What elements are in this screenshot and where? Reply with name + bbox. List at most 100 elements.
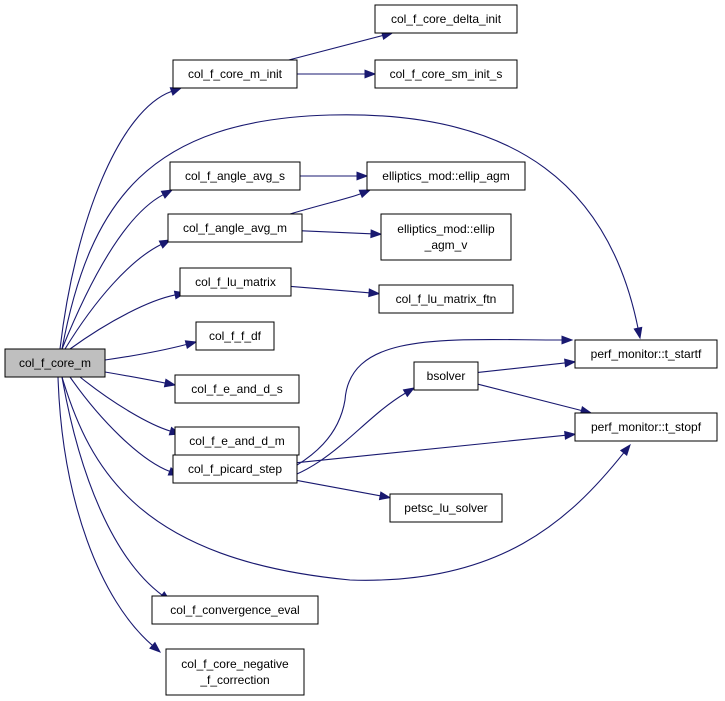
node-lu-matrix-ftn[interactable]: col_f_lu_matrix_ftn xyxy=(378,284,514,314)
node-label: _f_correction xyxy=(199,673,269,687)
node-box xyxy=(366,161,526,191)
arrowhead xyxy=(370,229,383,239)
node-label: col_f_picard_step xyxy=(188,462,282,476)
node-box xyxy=(169,161,301,191)
edge-core_m-to-negative xyxy=(57,376,162,653)
arrowhead xyxy=(364,69,377,79)
node-picard[interactable]: col_f_picard_step xyxy=(172,454,298,484)
node-label: col_f_core_negative xyxy=(181,657,289,671)
edge-core_m-to-core_m_init xyxy=(59,87,183,350)
arrowhead xyxy=(561,335,574,345)
node-label: col_f_e_and_d_m xyxy=(189,434,284,448)
node-e-and-d-m[interactable]: col_f_e_and_d_m xyxy=(174,426,300,456)
node-lu-matrix[interactable]: col_f_lu_matrix xyxy=(179,267,292,297)
node-label: col_f_e_and_d_s xyxy=(191,382,282,396)
edge-core_m-to-t_startf xyxy=(61,114,643,350)
node-box xyxy=(374,4,518,34)
arrowhead xyxy=(160,189,174,199)
node-core-m-init[interactable]: col_f_core_m_init xyxy=(172,59,298,89)
node-ellip-agm[interactable]: elliptics_mod::ellip_agm xyxy=(366,161,526,191)
node-delta-init[interactable]: col_f_core_delta_init xyxy=(374,4,518,34)
node-label: col_f_core_delta_init xyxy=(391,12,502,26)
arrowhead xyxy=(356,171,369,181)
edge-angle_m-to-ellip_agm xyxy=(289,189,372,215)
arrowhead xyxy=(169,87,183,96)
node-label: col_f_angle_avg_s xyxy=(185,169,285,183)
node-label: col_f_angle_avg_m xyxy=(183,221,287,235)
node-t-stopf[interactable]: perf_monitor::t_stopf xyxy=(574,412,718,442)
node-ellip-agm-v[interactable]: elliptics_mod::ellip_agm_v xyxy=(380,213,512,261)
edge-bsolver-to-t_startf xyxy=(477,358,577,374)
node-bsolver[interactable]: bsolver xyxy=(413,361,479,391)
nodes-layer: col_f_core_m col_f_core_m_init col_f_core_… xyxy=(4,4,718,696)
arrowhead xyxy=(149,641,162,653)
node-label: col_f_core_m xyxy=(19,356,91,370)
node-label: _agm_v xyxy=(424,238,468,252)
edge-core_m-to-e_and_d_s xyxy=(104,371,177,388)
node-box xyxy=(378,284,514,314)
edge-core_m-to-f_df xyxy=(104,340,198,361)
edge-angle_m-to-ellip_agm_v xyxy=(301,229,383,239)
arrowhead xyxy=(564,430,577,440)
node-box xyxy=(374,59,518,89)
node-label: perf_monitor::t_stopf xyxy=(591,420,702,434)
node-label: elliptics_mod::ellip_agm xyxy=(382,169,509,183)
edge-core_m-to-lu_matrix xyxy=(69,290,187,350)
arrowhead xyxy=(564,358,577,368)
edge-picard-to-petsc xyxy=(296,479,392,501)
node-sm-init[interactable]: col_f_core_sm_init_s xyxy=(374,59,518,89)
node-label: col_f_core_m_init xyxy=(188,67,283,81)
edge-picard-to-t_startf xyxy=(259,335,574,484)
node-box xyxy=(195,321,275,351)
node-label: col_f_lu_matrix_ftn xyxy=(396,292,497,306)
node-label: col_f_core_sm_init_s xyxy=(390,67,503,81)
node-label: petsc_lu_solver xyxy=(404,501,487,515)
node-box xyxy=(167,213,303,243)
arrowhead xyxy=(378,491,392,501)
arrowhead xyxy=(358,189,372,199)
arrowhead xyxy=(402,387,416,398)
edge-core_m_init-to-sm_init xyxy=(297,69,377,79)
node-negative[interactable]: col_f_core_negative _f_correction xyxy=(165,648,305,696)
node-petsc[interactable]: petsc_lu_solver xyxy=(389,493,503,523)
node-label: bsolver xyxy=(427,369,466,383)
node-label: perf_monitor::t_startf xyxy=(591,347,702,361)
arrowhead xyxy=(163,378,177,388)
node-box xyxy=(380,213,512,261)
arrowhead xyxy=(184,340,198,350)
arrowhead xyxy=(158,239,172,249)
node-angle-s[interactable]: col_f_angle_avg_s xyxy=(169,161,301,191)
node-label: elliptics_mod::ellip xyxy=(397,222,495,236)
node-box xyxy=(174,374,300,404)
edge-core_m-to-angle_m xyxy=(64,239,172,350)
node-box xyxy=(4,348,106,378)
edges-layer xyxy=(57,31,643,653)
arrowhead xyxy=(368,288,381,298)
node-box xyxy=(165,648,305,696)
node-box xyxy=(413,361,479,391)
edge-core_m-to-picard xyxy=(69,376,181,476)
edge-lu_matrix-to-lu_matrix_ftn xyxy=(290,285,381,298)
edge-bsolver-to-t_stopf xyxy=(477,383,593,415)
edge-core_m_init-to-delta_init xyxy=(288,31,394,61)
node-convergence[interactable]: col_f_convergence_eval xyxy=(151,595,319,625)
node-label: col_f_f_df xyxy=(209,329,262,343)
node-t-startf[interactable]: perf_monitor::t_startf xyxy=(574,339,718,369)
node-angle-m[interactable]: col_f_angle_avg_m xyxy=(167,213,303,243)
node-label: col_f_lu_matrix xyxy=(195,275,276,289)
node-e-and-d-s[interactable]: col_f_e_and_d_s xyxy=(174,374,300,404)
edge-core_m-to-angle_s xyxy=(61,189,174,350)
node-core-m[interactable]: col_f_core_m xyxy=(4,348,106,378)
node-box xyxy=(172,59,298,89)
arrowhead xyxy=(633,326,643,340)
node-box xyxy=(574,412,718,442)
edge-core_m-to-t_stopf xyxy=(61,376,631,581)
node-label: col_f_convergence_eval xyxy=(170,603,299,617)
node-f-df[interactable]: col_f_f_df xyxy=(195,321,275,351)
node-box xyxy=(389,493,503,523)
node-box xyxy=(151,595,319,625)
node-box xyxy=(172,454,298,484)
edge-core_m-to-convergence xyxy=(61,376,172,602)
edge-angle_s-to-ellip_agm xyxy=(300,171,369,181)
